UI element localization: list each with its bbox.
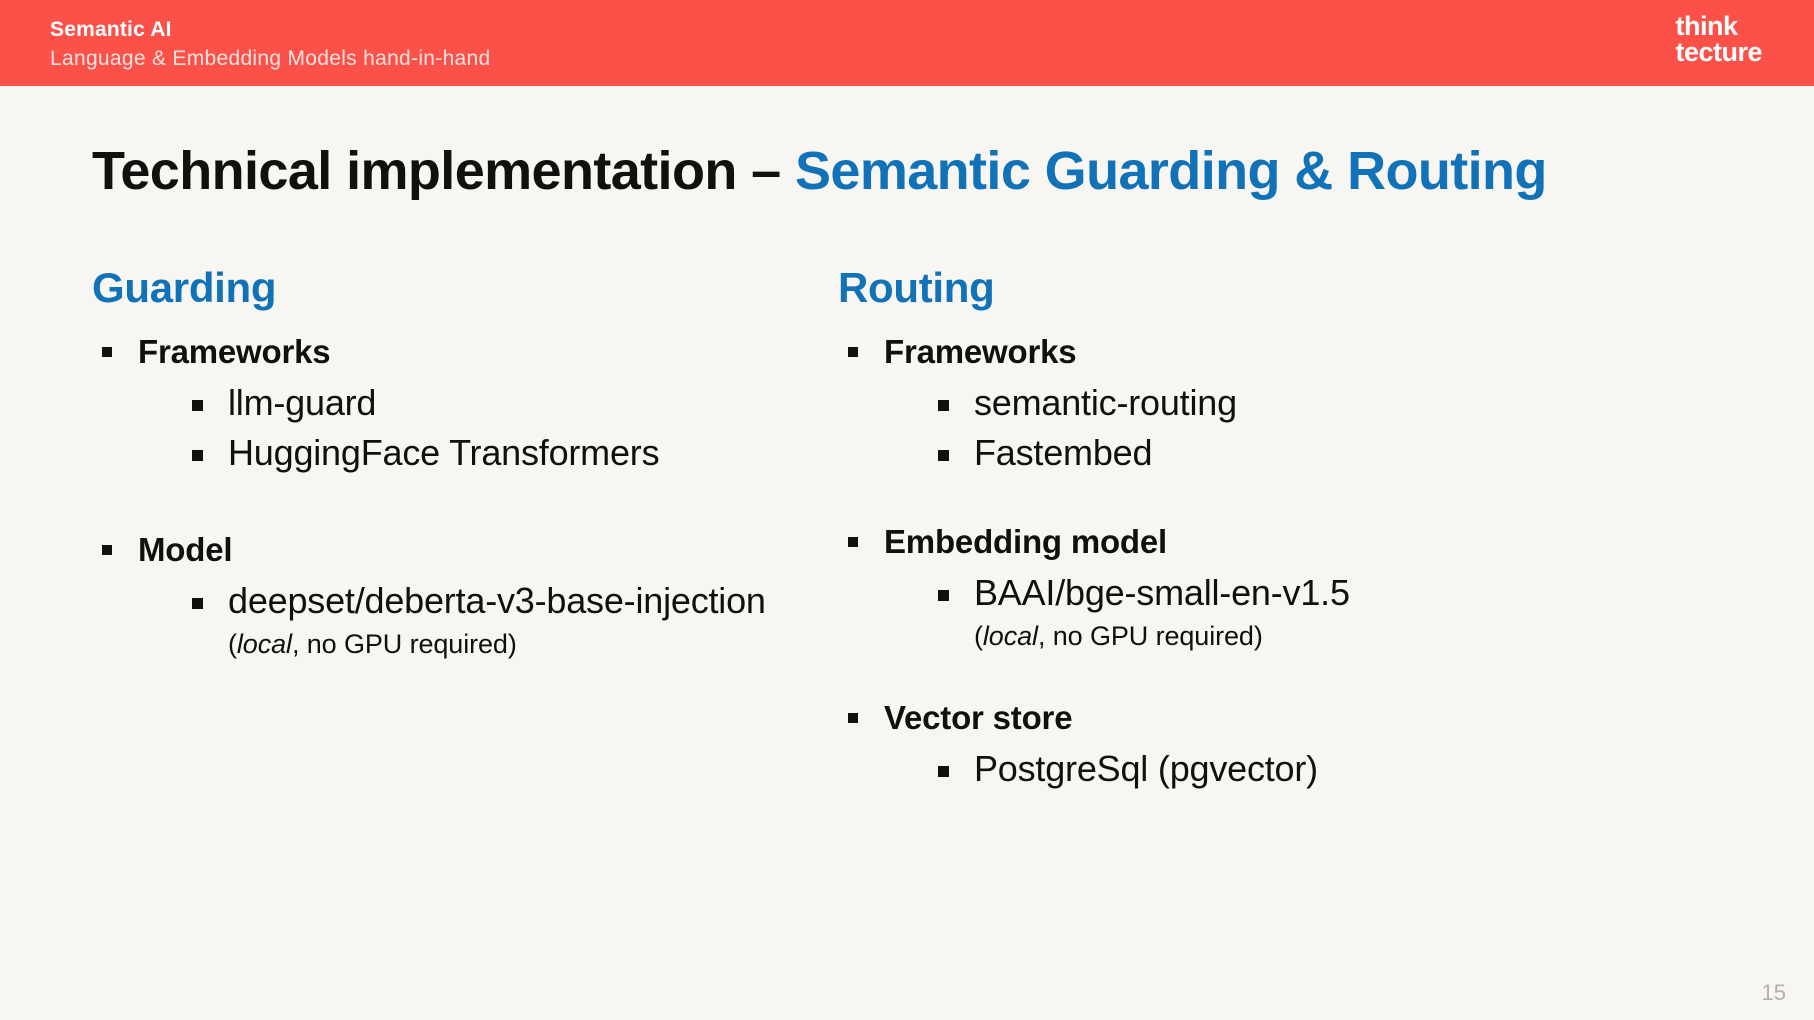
sub-list-frameworks-routing: semantic-routing Fastembed <box>838 378 1598 478</box>
bullet-list-guarding: Frameworks llm-guard HuggingFace Transfo… <box>92 328 832 662</box>
list-item: BAAI/bge-small-en-v1.5 (local, no GPU re… <box>838 568 1598 654</box>
bullet-l1-label: Vector store <box>884 699 1073 736</box>
square-bullet-icon <box>192 598 203 609</box>
header-text-block: Semantic AI Language & Embedding Models … <box>50 16 490 74</box>
list-item: PostgreSql (pgvector) <box>838 744 1598 794</box>
thinktecture-logo: think tecture <box>1675 11 1762 67</box>
list-spacer <box>92 478 832 526</box>
page-title-primary: Technical implementation – <box>92 141 795 201</box>
sub-list-frameworks: llm-guard HuggingFace Transformers <box>92 378 832 478</box>
list-item-note: (local, no GPU required) <box>974 618 1598 654</box>
column-routing: Routing Frameworks semantic-routing Fast… <box>838 262 1598 794</box>
header-bar: Semantic AI Language & Embedding Models … <box>0 0 1814 86</box>
note-rest: , no GPU required) <box>291 629 517 659</box>
square-bullet-icon <box>848 713 858 723</box>
list-item-label: deepset/deberta-v3-base-injection <box>228 580 766 621</box>
list-item: deepset/deberta-v3-base-injection (local… <box>92 576 832 662</box>
note-rest: , no GPU required) <box>1037 621 1263 651</box>
page-title: Technical implementation – Semantic Guar… <box>92 136 1547 206</box>
bullet-group-frameworks-routing: Frameworks semantic-routing Fastembed <box>838 328 1598 478</box>
list-item: semantic-routing <box>838 378 1598 428</box>
list-item-note: (local, no GPU required) <box>228 626 832 662</box>
note-open-paren: ( <box>974 621 983 651</box>
list-item: llm-guard <box>92 378 832 428</box>
logo-line-2: tecture <box>1675 37 1762 67</box>
bullet-l1-frameworks-routing: Frameworks <box>838 328 1598 376</box>
square-bullet-icon <box>938 400 949 411</box>
column-heading-routing: Routing <box>838 264 995 311</box>
list-item: Fastembed <box>838 428 1598 478</box>
square-bullet-icon <box>192 400 203 411</box>
square-bullet-icon <box>848 537 858 547</box>
list-item-label: HuggingFace Transformers <box>228 432 660 473</box>
page-title-accent: Semantic Guarding & Routing <box>794 141 1547 201</box>
bullet-l1-model: Model <box>92 526 832 574</box>
slide-number: 15 <box>1761 980 1786 1005</box>
note-emphasis: local <box>982 621 1038 651</box>
sub-list-embedding-model: BAAI/bge-small-en-v1.5 (local, no GPU re… <box>838 568 1598 654</box>
list-item-label: BAAI/bge-small-en-v1.5 <box>974 572 1350 613</box>
bullet-l1-frameworks: Frameworks <box>92 328 832 376</box>
bullet-l1-embedding-model: Embedding model <box>838 518 1598 566</box>
list-item-label: semantic-routing <box>974 382 1237 423</box>
bullet-group-vector-store: Vector store PostgreSql (pgvector) <box>838 694 1598 794</box>
list-item-label: Fastembed <box>974 432 1153 473</box>
square-bullet-icon <box>938 450 949 461</box>
list-item-label: PostgreSql (pgvector) <box>974 748 1318 789</box>
bullet-l1-label: Frameworks <box>138 333 331 370</box>
bullet-group-frameworks: Frameworks llm-guard HuggingFace Transfo… <box>92 328 832 478</box>
square-bullet-icon <box>938 766 949 777</box>
header-subtitle: Language & Embedding Models hand-in-hand <box>50 47 491 70</box>
bullet-group-embedding-model: Embedding model BAAI/bge-small-en-v1.5 (… <box>838 518 1598 654</box>
bullet-l1-label: Embedding model <box>884 523 1168 560</box>
bullet-l1-label: Frameworks <box>884 333 1077 370</box>
bullet-group-model: Model deepset/deberta-v3-base-injection … <box>92 526 832 662</box>
sub-list-vector-store: PostgreSql (pgvector) <box>838 744 1598 794</box>
square-bullet-icon <box>102 545 112 555</box>
list-spacer <box>838 478 1598 518</box>
header-title: Semantic AI <box>50 18 172 41</box>
column-guarding: Guarding Frameworks llm-guard HuggingFac… <box>92 262 832 662</box>
column-heading-guarding: Guarding <box>92 264 277 311</box>
square-bullet-icon <box>102 347 112 357</box>
square-bullet-icon <box>192 450 203 461</box>
note-open-paren: ( <box>228 629 237 659</box>
square-bullet-icon <box>938 590 949 601</box>
list-item: HuggingFace Transformers <box>92 428 832 478</box>
sub-list-model: deepset/deberta-v3-base-injection (local… <box>92 576 832 662</box>
list-item-label: llm-guard <box>228 382 377 423</box>
bullet-l1-vector-store: Vector store <box>838 694 1598 742</box>
square-bullet-icon <box>848 347 858 357</box>
list-spacer <box>838 654 1598 694</box>
bullet-list-routing: Frameworks semantic-routing Fastembed <box>838 328 1598 794</box>
logo-line-1: think <box>1675 11 1738 41</box>
note-emphasis: local <box>236 629 292 659</box>
bullet-l1-label: Model <box>138 531 233 568</box>
